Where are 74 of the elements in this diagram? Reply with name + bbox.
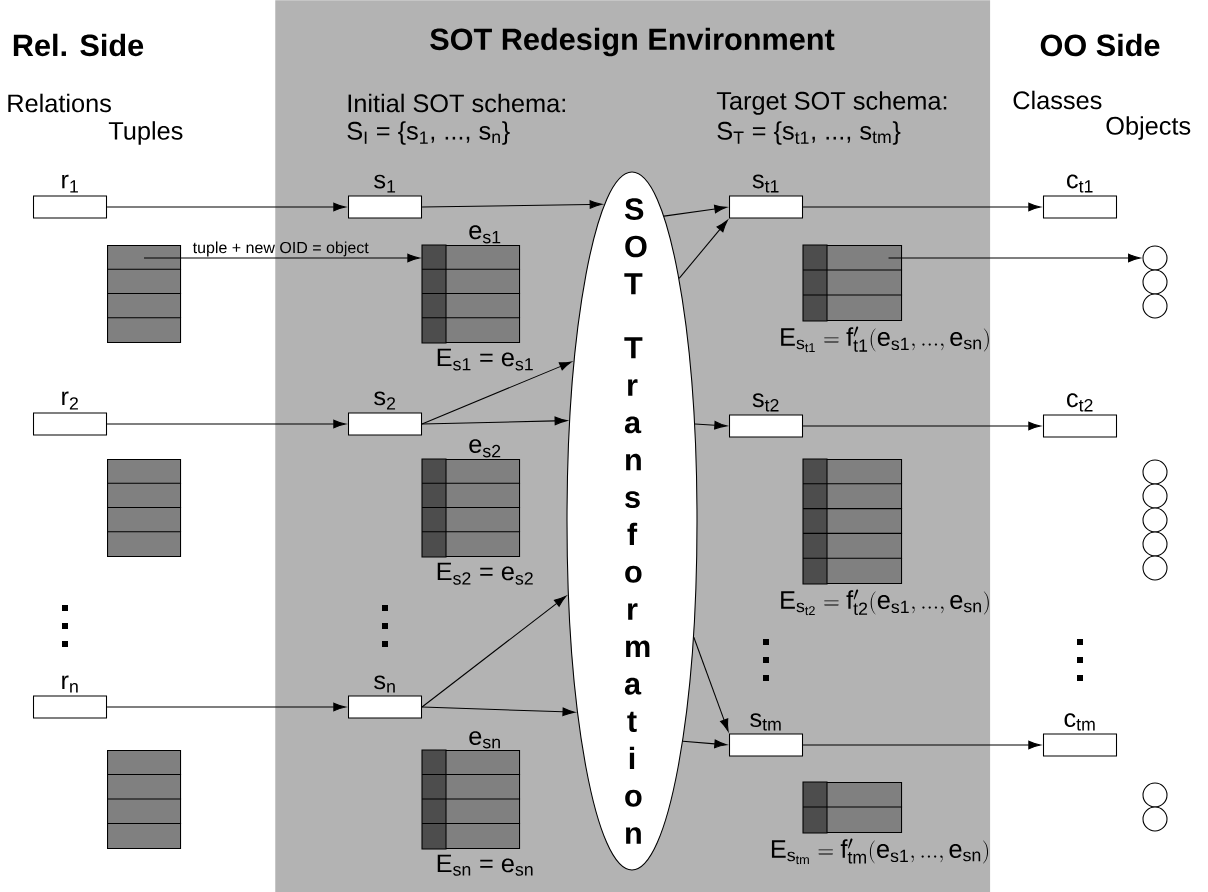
schema-box: s$_{1}$ — [347, 174, 423, 219]
node-label: e$_{s1}$ — [469, 225, 501, 244]
schema-box: s$_{2}$ — [347, 391, 423, 436]
arrow — [663, 204, 727, 217]
node-label: s$_{t2}$ — [752, 393, 779, 412]
side-heading: Rel. Side — [13, 33, 144, 57]
arrow — [802, 421, 1041, 431]
column-label: Relations — [8, 93, 111, 113]
arrow — [421, 706, 576, 717]
tuple-table — [106, 459, 182, 558]
schema-box: s$_{n}$ — [347, 675, 423, 719]
extension-table: e$_{s1}$ E$_{s1}$ = e$_{s1}$ — [421, 225, 533, 371]
class-box: c$_{t1}$ — [1042, 174, 1118, 219]
relation-box: r$_{2}$ — [32, 391, 108, 436]
arrow — [106, 202, 346, 212]
node-label: $\mathrm{E_{s_{t2}} = f_{t2}'(e_{s1},...,e_{sn})}$ — [781, 589, 989, 616]
arrow — [694, 420, 727, 430]
column-label: Objects — [1106, 116, 1191, 140]
node-label: E$_{s1}$ = e$_{s1}$ — [437, 348, 533, 371]
object-circles — [1142, 782, 1168, 832]
node-label: r$_{2}$ — [62, 391, 78, 410]
arrow — [421, 416, 568, 426]
node-label: c$_{t2}$ — [1067, 393, 1093, 412]
node-label: $\mathrm{E_{s_{t1}} = f_{t1}'(e_{s1},...,e_{sn})}$ — [781, 326, 989, 353]
node-label: s$_{2}$ — [374, 391, 396, 410]
schema-box: s$_{t2}$ — [728, 393, 804, 438]
arrow — [693, 636, 729, 732]
column-label: Target SOT schema: — [716, 91, 947, 115]
arrow — [421, 361, 572, 425]
extension-table: $\mathrm{E_{s_{tm}} = f_{tm}'(e_{s1},...,e_{sn})}$ — [771, 781, 989, 865]
node-label: e$_{s2}$ — [469, 439, 501, 458]
node-label: $\mathrm{E_{s_{tm}} = f_{tm}'(e_{s1},...,e_{sn})}$ — [771, 838, 989, 865]
column-label: Classes — [1013, 90, 1102, 110]
class-box: c$_{t2}$ — [1042, 393, 1118, 438]
arrow — [682, 739, 727, 749]
arrow — [888, 253, 1141, 263]
relation-box: r$_{1}$ — [32, 174, 108, 219]
node-label: e$_{sn}$ — [469, 731, 500, 749]
object-circles — [1142, 459, 1168, 581]
arrow — [106, 419, 346, 429]
relation-box: r$_{n}$ — [32, 675, 108, 719]
node-label: c$_{t1}$ — [1067, 174, 1093, 193]
node-label: s$_{t1}$ — [752, 174, 779, 193]
extension-table: e$_{sn}$ E$_{sn}$ = e$_{sn}$ — [421, 731, 533, 876]
arrow — [802, 740, 1041, 750]
node-label: s$_{tm}$ — [750, 713, 781, 731]
node-label: r$_{1}$ — [62, 174, 78, 193]
object-circles — [1142, 245, 1168, 319]
column-label: Initial SOT schema: — [348, 93, 565, 113]
arrow — [421, 200, 603, 209]
extension-table: $\mathrm{E_{s_{t2}} = f_{t2}'(e_{s1},...,e_{sn})}$ — [781, 458, 989, 616]
extension-table: $\mathrm{E_{s_{t1}} = f_{t1}'(e_{s1},...,e_{sn})}$ — [781, 244, 989, 353]
arrow — [106, 702, 346, 712]
tuple-table — [106, 245, 182, 344]
node-label: E$_{s2}$ = e$_{s2}$ — [437, 562, 533, 585]
node-label: c$_{tm}$ — [1064, 713, 1095, 731]
extension-table: e$_{s2}$ E$_{s2}$ = e$_{s2}$ — [421, 439, 533, 585]
side-heading: OO Side — [1040, 33, 1160, 57]
tuple-table — [106, 750, 182, 850]
class-box: c$_{tm}$ — [1042, 713, 1118, 757]
arrow — [678, 219, 728, 279]
arrow — [802, 202, 1041, 212]
edge-label: tuple + new OID = object — [192, 241, 369, 257]
column-label: S$_{T}$ = {s$_{t1}$, ..., s$_{tm}$} — [717, 121, 901, 145]
column-label: S$_{I}$ = {s$_{1}$, ..., s$_{n}$} — [347, 121, 510, 145]
schema-box: s$_{t1}$ — [728, 174, 804, 219]
node-label: r$_{n}$ — [62, 675, 78, 693]
arrow — [421, 595, 567, 708]
schema-box: s$_{tm}$ — [728, 713, 804, 757]
arrow — [143, 253, 420, 263]
node-label: E$_{sn}$ = e$_{sn}$ — [437, 854, 533, 876]
node-label: s$_{n}$ — [374, 675, 395, 693]
node-label: s$_{1}$ — [374, 174, 396, 193]
column-label: Tuples — [108, 121, 183, 145]
